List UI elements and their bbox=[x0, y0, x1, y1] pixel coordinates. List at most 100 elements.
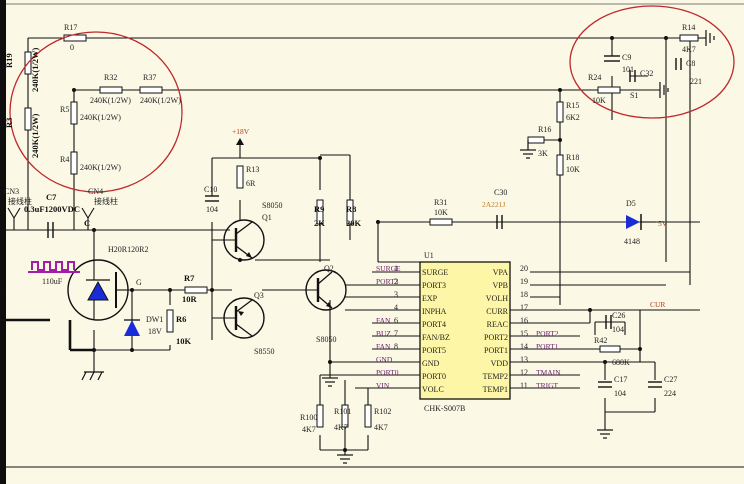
label-r3-value: 240K(1/2W) bbox=[30, 113, 40, 158]
ic-pin-net-left: GND bbox=[376, 355, 393, 364]
ic-pin-number-right: 18 bbox=[520, 290, 528, 299]
label-q3-type: S8550 bbox=[254, 347, 274, 356]
resistor-r37 bbox=[139, 86, 163, 94]
label-r19-value: 240K(1/2W) bbox=[30, 47, 40, 92]
label-c26: C26 bbox=[612, 311, 625, 320]
resistor-r15 bbox=[556, 101, 564, 123]
label-r31-value: 10K bbox=[434, 208, 448, 217]
label-coil: 110uF bbox=[42, 277, 63, 286]
label-edge-c: C bbox=[0, 288, 6, 298]
label-c8: C8 bbox=[686, 59, 695, 68]
ic-pin-number-right: 16 bbox=[520, 316, 528, 325]
igbt-h20r120r2 bbox=[67, 259, 129, 321]
ic-pin-name-right: PORT2 bbox=[484, 333, 508, 342]
ic-pin-number-left: 4 bbox=[394, 303, 398, 312]
label-r6-value: 10K bbox=[176, 336, 192, 346]
ic-pin-net-left: FAN bbox=[376, 342, 391, 351]
label-r100: R100 bbox=[300, 413, 317, 422]
ic-pin-number-left: 2 bbox=[394, 277, 398, 286]
resistor-r100 bbox=[316, 404, 324, 428]
ic-pin-name-right: VPA bbox=[493, 268, 508, 277]
ground-symbols bbox=[81, 30, 715, 464]
ic-pin-net-left: VIN bbox=[376, 381, 390, 390]
ic-pin-name-right: VOLH bbox=[486, 294, 508, 303]
label-r100-value: 4K7 bbox=[302, 425, 316, 434]
label-cn4: CN4 bbox=[88, 187, 103, 196]
label-r14-value: 4K7 bbox=[682, 45, 696, 54]
label-c17: C17 bbox=[614, 375, 627, 384]
ic-pin-number-right: 11 bbox=[520, 381, 528, 390]
ic-pin-name-left: PORT5 bbox=[422, 346, 446, 355]
ground-igbt bbox=[81, 371, 104, 381]
ic-pin-name-right: TEMP2 bbox=[483, 372, 508, 381]
ic-pin-number-right: 14 bbox=[520, 342, 528, 351]
ic-pin-name-right: PORT1 bbox=[484, 346, 508, 355]
label-c9-value: 101 bbox=[622, 65, 634, 74]
highlight-ellipse-right bbox=[569, 5, 735, 119]
ground-r16 bbox=[520, 140, 536, 159]
label-r37: R37 bbox=[143, 73, 156, 82]
label-r19: R19 bbox=[4, 53, 14, 68]
label-r102: R102 bbox=[374, 407, 391, 416]
ground-q2 bbox=[322, 377, 338, 387]
ic-pin-net-right: PORT2 bbox=[536, 329, 559, 338]
capacitor-c7 bbox=[47, 222, 54, 238]
ground-c32 bbox=[659, 82, 669, 98]
label-r16: R16 bbox=[538, 125, 551, 134]
capacitor-c27 bbox=[648, 381, 662, 388]
label-r7-value: 10R bbox=[182, 294, 198, 304]
label-q3: Q3 bbox=[254, 291, 264, 300]
label-c32-value: S1 bbox=[630, 91, 638, 100]
transistor-q3 bbox=[212, 297, 265, 339]
label-r7: R7 bbox=[184, 273, 195, 283]
label-c7: C7 bbox=[46, 192, 57, 202]
label-dw1: DW1 bbox=[146, 315, 163, 324]
resistors bbox=[24, 34, 699, 428]
label-r24: R24 bbox=[588, 73, 601, 82]
label-c9: C9 bbox=[622, 53, 631, 62]
resistor-r31 bbox=[429, 218, 453, 226]
label-q1-type: S8050 bbox=[262, 201, 282, 210]
ic-pin-number-right: 19 bbox=[520, 277, 528, 286]
label-d5: D5 bbox=[626, 199, 636, 208]
resistor-r13 bbox=[236, 165, 244, 189]
ic-pin-number-right: 20 bbox=[520, 264, 528, 273]
ic-pin-number-right: 15 bbox=[520, 329, 528, 338]
label-q1: Q1 bbox=[262, 213, 272, 222]
ic-pin-net-right: TMAIN bbox=[536, 368, 561, 377]
resistor-r16 bbox=[527, 136, 545, 144]
ic-pin-number-left: 8 bbox=[394, 342, 398, 351]
label-c32: C32 bbox=[640, 69, 653, 78]
resistor-r3 bbox=[24, 107, 32, 131]
ic-pin-name-right: VDD bbox=[491, 359, 509, 368]
capacitor-c26 bbox=[605, 315, 612, 329]
transistor-q2 bbox=[262, 269, 347, 311]
label-c: C bbox=[84, 218, 90, 228]
capacitor-c30 bbox=[496, 215, 503, 229]
label-r17: R17 bbox=[64, 23, 77, 32]
label-r9: R9 bbox=[314, 204, 324, 214]
label-r31: R31 bbox=[434, 198, 447, 207]
resistor-r17 bbox=[63, 34, 87, 42]
resistor-r5 bbox=[70, 101, 78, 125]
ic-pin-name-right: CURR bbox=[486, 307, 508, 316]
ic-pin-name-left: FAN/BZ bbox=[422, 333, 450, 342]
resistor-r9 bbox=[316, 199, 324, 225]
connector-cn4 bbox=[81, 207, 95, 230]
label-r24-value: 10K bbox=[592, 96, 606, 105]
resistor-r4 bbox=[70, 151, 78, 175]
ic-pin-name-left: PORT0 bbox=[422, 372, 446, 381]
label-cn4-text: 接线柱 bbox=[94, 196, 118, 206]
ic-pin-number-left: 1 bbox=[394, 264, 398, 273]
label-r14: R14 bbox=[682, 23, 695, 32]
capacitor-c8 bbox=[675, 58, 682, 70]
ic-pin-net-left: BUZ bbox=[376, 329, 391, 338]
ic-pin-name-right: TEMP1 bbox=[483, 385, 508, 394]
ic-pin-net-right: PORT1 bbox=[536, 342, 559, 351]
label-r15-value: 6K2 bbox=[566, 113, 580, 122]
label-c26-value: 104 bbox=[612, 325, 624, 334]
resistor-r102 bbox=[364, 404, 372, 428]
label-r16-value: 3K bbox=[538, 149, 548, 158]
ic-pin-number-left: 3 bbox=[394, 290, 398, 299]
